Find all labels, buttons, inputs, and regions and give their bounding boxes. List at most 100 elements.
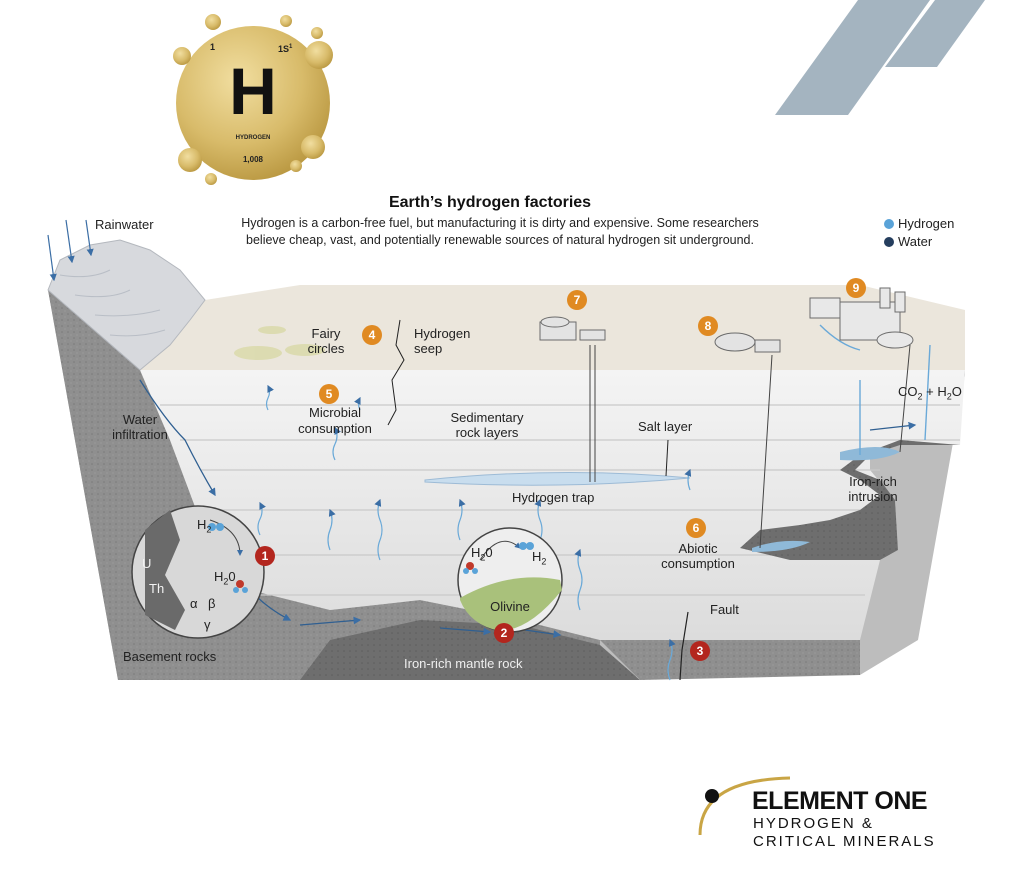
label-seep-1: Hydrogen [414,326,471,341]
plus-text: + [922,384,938,399]
legend-water-swatch [884,237,894,247]
abiotic-pool [752,540,810,552]
inset1-h2o: H20 [214,569,236,590]
inset2-h2-text: H [532,549,542,564]
legend-hydrogen-swatch [884,219,894,229]
inset1-h2o-sub: 2 [223,576,229,587]
inset2-h2: H2 [532,549,546,570]
bubble [205,14,221,30]
rain-arrows [47,219,94,282]
inset1-h2-sub: 2 [206,524,212,535]
label-rainwater: Rainwater [95,217,154,232]
bubble [173,47,191,65]
h2o-o: O [951,384,962,399]
iron-rich-intrusion [740,440,960,560]
label-seep-2: seep [414,341,443,356]
label-abiotic-1: Abiotic [678,541,718,556]
label-basement-rocks: Basement rocks [123,649,217,664]
badge-9: 9 [846,278,866,298]
inset2-h2o-sub: 2 [480,552,486,563]
legend-hydrogen-label: Hydrogen [898,216,955,231]
diagram-subtitle-2: believe cheap, vast, and potentially ren… [246,233,754,247]
electron-config-sup: 1 [289,44,293,50]
badge-7: 7 [567,290,587,310]
badge-5: 5 [319,384,339,404]
bubble [178,148,202,172]
inset1-h2: H2 [197,517,211,538]
co2-text: CO [898,384,918,399]
badge-1: 1 [255,546,275,566]
sedimentary-layers [140,370,965,640]
logo-dot [705,789,719,803]
inset2-h2o-o: 0 [485,545,493,560]
inset1-h2-text: H [197,517,207,532]
label-sedimentary-1: Sedimentary [450,410,524,425]
element-symbol: H [229,54,277,128]
bubble [301,135,325,159]
inset2-h2o-text: H [471,545,481,560]
bubble [305,41,333,69]
hydrogen-rise-arrows [257,384,692,681]
h2o-text: H [937,384,947,399]
inset2-h2o: H20 [471,545,493,566]
inset-serpentinization [457,527,563,633]
label-fault: Fault [710,602,739,617]
co2-sub: 2 [917,391,923,402]
badge-4: 4 [362,325,382,345]
wells [589,344,911,549]
inset2-h2-sub: 2 [541,556,547,567]
inset1-alpha: α [190,596,198,611]
label-microbial-2: consumption [298,421,372,436]
bubble [280,15,292,27]
label-salt-layer: Salt layer [638,419,693,434]
inset1-beta: β [208,596,216,611]
diagram-title: Earth’s hydrogen factories [388,194,592,211]
bubble [290,160,302,172]
electron-config: 1S1 [278,40,292,57]
facility-9 [809,287,914,349]
element-main-circle [176,26,330,180]
stripe-left [775,0,930,115]
label-water-infiltration-2: infiltration [112,427,168,442]
label-fairy-2: circles [307,341,345,356]
badge-3: 3 [690,641,710,661]
label-sedimentary-2: rock layers [455,425,519,440]
fairy-circles [234,326,325,360]
brand-name: ELEMENT ONE [752,787,928,815]
salt-lens [424,471,691,486]
facility-7 [539,316,606,341]
badge-8: 8 [698,316,718,336]
label-iron-intrusion-1: Iron-rich [849,474,897,489]
mountain-ridges [59,269,166,337]
label-mantle-rock: Iron-rich mantle rock [404,656,523,671]
element-name: HYDROGEN [235,135,271,141]
facility-8 [714,332,781,353]
brand-line-2: HYDROGEN & [753,815,874,832]
diagram-subtitle-1: Hydrogen is a carbon-free fuel, but manu… [241,216,759,230]
label-iron-intrusion-2: intrusion [848,489,898,504]
electron-config-text: 1S [278,44,290,54]
logo-swoosh [698,776,791,836]
stripe-right [885,0,985,67]
inset-radiolysis [131,505,265,639]
inset1-u: U [142,556,152,571]
brand-line-3: CRITICAL MINERALS [753,833,936,850]
atomic-number: 1 [210,42,216,52]
label-abiotic-2: consumption [661,556,735,571]
bubble [311,27,323,39]
intrusion-pool [840,447,900,461]
bubble [205,173,217,185]
inset1-th: Th [149,581,165,596]
inset1-h2o-text: H [214,569,224,584]
fault-block [600,640,860,680]
h2o-sub: 2 [946,391,952,402]
seep-crack [387,319,405,426]
fault-line [679,611,689,681]
inset1-h2o-o: 0 [228,569,236,584]
label-microbial-1: Microbial [308,405,361,420]
label-fairy-1: Fairy [311,326,341,341]
